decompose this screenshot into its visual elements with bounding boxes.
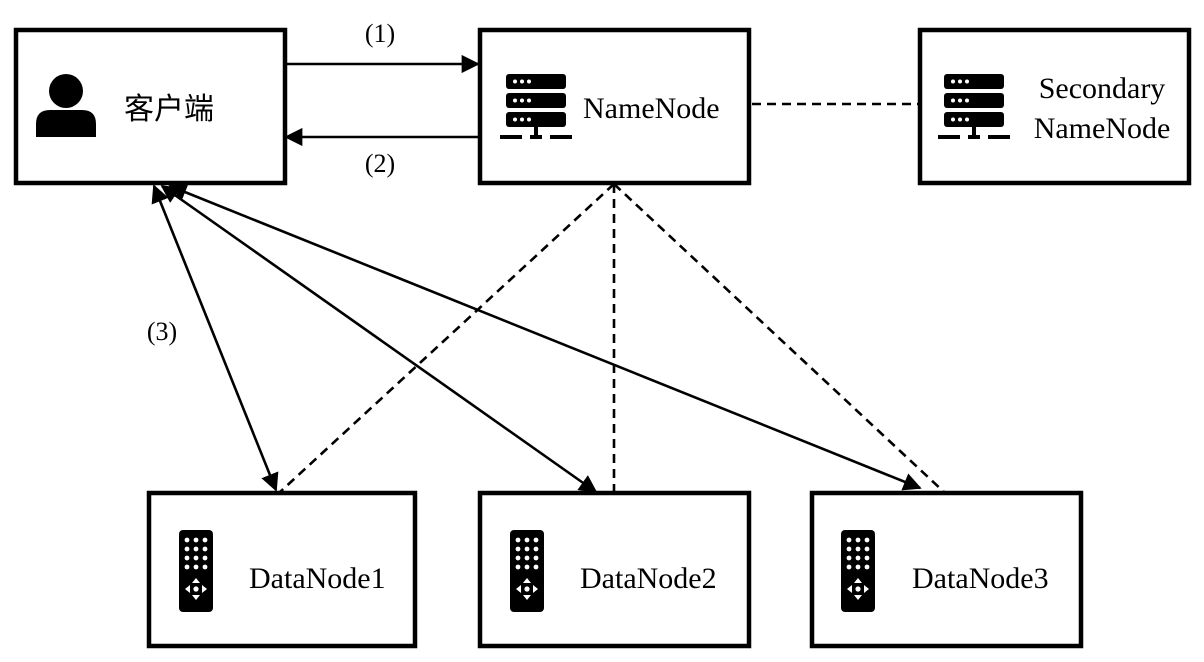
remote-control-icon — [179, 530, 213, 612]
secondary-label-line1: Secondary — [1039, 72, 1166, 105]
step-2-label: (2) — [365, 149, 395, 178]
datanode2-label: DataNode2 — [580, 562, 717, 595]
user-icon — [36, 74, 96, 137]
step-3-label: (3) — [147, 317, 177, 346]
secondary-namenode-node: Secondary NameNode — [917, 27, 1192, 186]
remote-control-icon — [510, 530, 544, 612]
secondary-label-line2: NameNode — [1034, 112, 1171, 145]
client-datanode3-arrow — [168, 183, 922, 491]
datanode2-node: DataNode2 — [477, 490, 752, 649]
client-node: 客户端 — [13, 27, 288, 186]
client-datanode2-arrow — [160, 184, 598, 494]
datanode1-label: DataNode1 — [249, 562, 386, 595]
datanode3-label: DataNode3 — [912, 562, 1049, 595]
solid-arrows — [151, 54, 922, 494]
datanode3-node: DataNode3 — [809, 490, 1084, 649]
namenode-node: NameNode — [477, 27, 752, 186]
namenode-datanode3-link — [613, 183, 945, 493]
remote-control-icon — [841, 530, 875, 612]
namenode-label: NameNode — [583, 92, 720, 125]
client-label: 客户端 — [124, 92, 214, 127]
step-1-label: (1) — [365, 19, 395, 48]
namenode-datanode1-link — [279, 183, 615, 493]
datanode1-node: DataNode1 — [146, 490, 418, 649]
